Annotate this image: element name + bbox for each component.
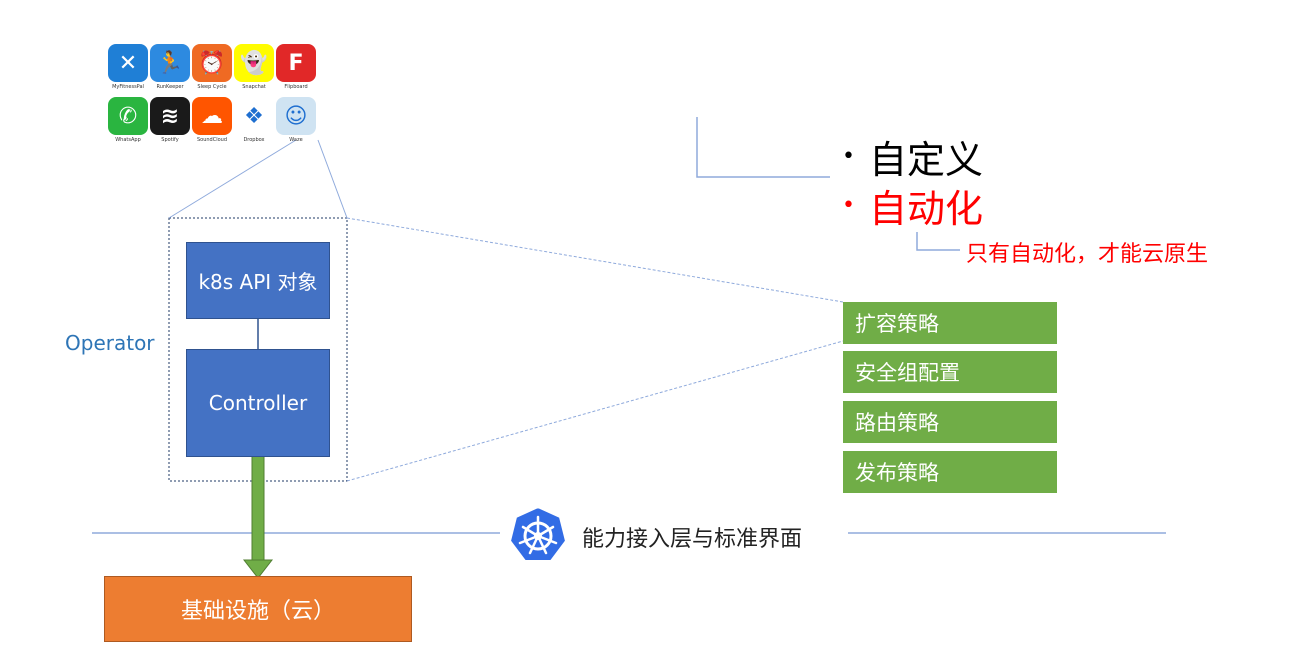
kubernetes-helm-icon — [508, 505, 568, 562]
app-caption: Waze — [289, 137, 303, 143]
policy-label: 发布策略 — [855, 461, 939, 485]
k8s-api-object-label: k8s API 对象 — [198, 270, 318, 294]
bullet-custom-text: 自定义 — [868, 138, 983, 182]
policy-label: 路由策略 — [855, 411, 939, 435]
app-tile-icon: ✆ — [108, 97, 148, 135]
app-tile-icon: ☺ — [276, 97, 316, 135]
app-icon: ☺ Waze — [276, 97, 316, 147]
app-tile-icon: ⏰ — [192, 44, 232, 82]
note-bracket — [916, 232, 960, 251]
bullet-dot: • — [842, 144, 855, 169]
infrastructure-box: 基础设施（云） — [104, 576, 412, 642]
zoom-line — [317, 139, 348, 219]
bullet-automation-text: 自动化 — [868, 187, 983, 231]
app-icon: ⏰ Sleep Cycle — [192, 44, 232, 94]
app-tile-icon: ✕ — [108, 44, 148, 82]
operator-label: Operator — [65, 331, 155, 355]
app-caption: SoundCloud — [196, 137, 228, 143]
capability-layer-label: 能力接入层与标准界面 — [582, 527, 803, 552]
bullet-automation: • 自动化 — [842, 178, 983, 233]
bullet-dot: • — [842, 193, 855, 218]
app-icon: ☁ SoundCloud — [192, 97, 232, 147]
app-icon: ❖ Dropbox — [234, 97, 274, 147]
cloud-native-note: 只有自动化，才能云原生 — [966, 242, 1209, 267]
app-caption: MyFitnessPal — [112, 84, 144, 90]
policy-label: 扩容策略 — [855, 312, 939, 336]
app-icon: ✆ WhatsApp — [108, 97, 148, 147]
app-caption: RunKeeper — [156, 84, 184, 90]
zoom-line — [168, 139, 297, 219]
app-icon: 👻 Snapchat — [234, 44, 274, 94]
app-tile-icon: ❖ — [234, 97, 274, 135]
app-tile-icon: ≋ — [150, 97, 190, 135]
bullet-custom: • 自定义 — [842, 129, 983, 184]
arrow-shaft — [251, 441, 265, 563]
policy-release: 发布策略 — [843, 451, 1057, 493]
policy-label: 安全组配置 — [855, 361, 960, 385]
infrastructure-label: 基础设施（云） — [180, 599, 335, 624]
k8s-api-object-box: k8s API 对象 — [186, 242, 330, 319]
app-tile-icon: 👻 — [234, 44, 274, 82]
app-caption: Sleep Cycle — [197, 84, 227, 90]
controller-box: Controller — [186, 349, 330, 457]
app-icon: ≋ Spotify — [150, 97, 190, 147]
app-caption: Flipboard — [284, 84, 308, 90]
app-tile-icon: F — [276, 44, 316, 82]
policy-routing: 路由策略 — [843, 401, 1057, 443]
app-icon: 🏃 RunKeeper — [150, 44, 190, 94]
bullet-bracket — [696, 117, 830, 178]
app-tile-icon: ☁ — [192, 97, 232, 135]
zoom-line — [346, 340, 844, 482]
policy-security-group: 安全组配置 — [843, 351, 1057, 393]
controller-label: Controller — [208, 391, 308, 415]
zoom-line — [346, 217, 844, 303]
app-icon: F Flipboard — [276, 44, 316, 94]
policy-scale: 扩容策略 — [843, 302, 1057, 344]
arrow-head — [242, 559, 274, 579]
app-caption: WhatsApp — [115, 137, 141, 143]
app-icon: ✕ MyFitnessPal — [108, 44, 148, 94]
app-caption: Dropbox — [243, 137, 265, 143]
app-caption: Spotify — [161, 137, 179, 143]
app-caption: Snapchat — [242, 84, 266, 90]
app-tile-icon: 🏃 — [150, 44, 190, 82]
